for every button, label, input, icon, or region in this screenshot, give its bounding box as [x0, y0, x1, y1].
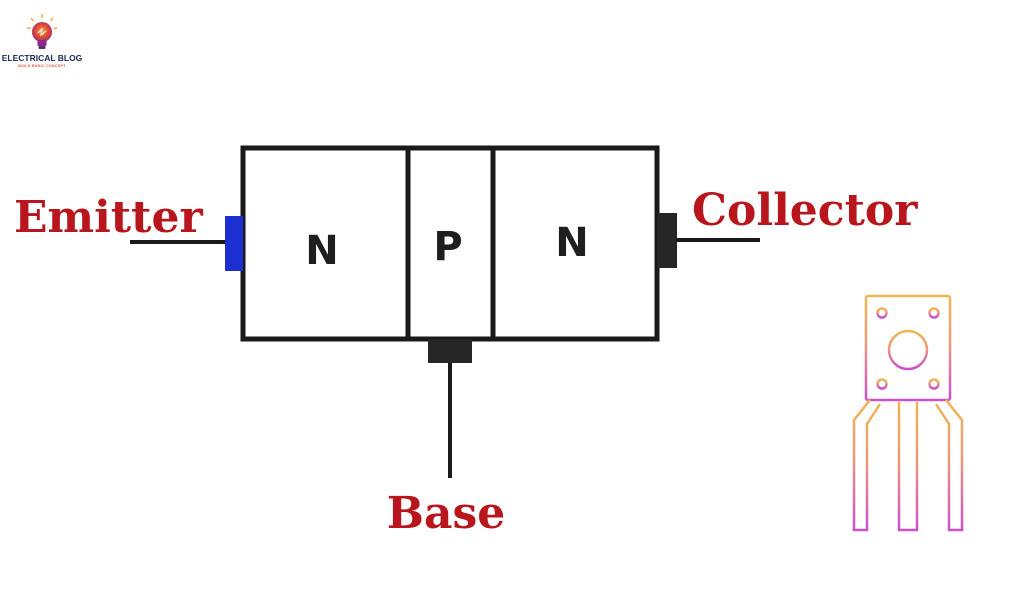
- emitter-terminal: Emitter: [14, 192, 243, 271]
- region-collector-n: N: [555, 220, 588, 266]
- base-label: Base: [387, 488, 505, 539]
- emitter-contact: [225, 216, 243, 271]
- logo-title: ELECTRICAL BLOG: [2, 53, 83, 63]
- collector-label: Collector: [692, 185, 918, 236]
- logo-tagline: BUILD BASIC CONCEPT: [18, 64, 66, 68]
- transistor-body: N P N: [240, 145, 660, 342]
- transistor-package-icon: [852, 294, 964, 532]
- collector-contact: [657, 213, 677, 268]
- brand-logo: ELECTRICAL BLOG BUILD BASIC CONCEPT: [2, 14, 83, 68]
- region-emitter-n: N: [305, 228, 338, 274]
- lightbulb-icon: [26, 14, 58, 49]
- emitter-label: Emitter: [14, 192, 203, 243]
- base-contact: [428, 339, 472, 363]
- base-terminal: Base: [387, 339, 505, 539]
- region-base-p: P: [433, 224, 462, 270]
- transistor-outline: [240, 145, 660, 342]
- collector-terminal: Collector: [657, 185, 918, 268]
